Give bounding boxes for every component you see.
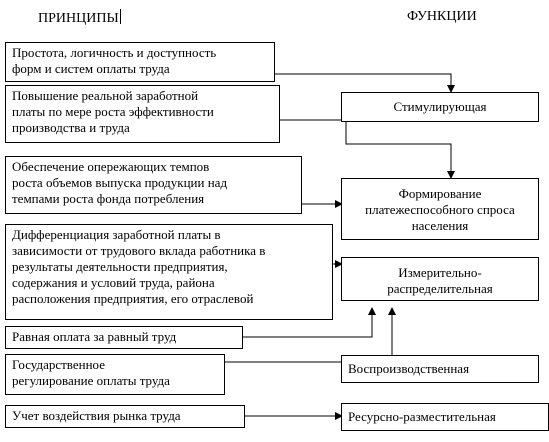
principle-1-line: форм и систем оплаты труда xyxy=(12,61,170,76)
principle-5-line: Равная оплата за равный труд xyxy=(12,329,177,344)
link-p2-f2 xyxy=(280,119,455,179)
principle-box-1: Простота, логичность и доступность форм … xyxy=(5,42,275,82)
principle-6-line: регулирование оплаты труда xyxy=(12,373,170,388)
principle-2-line: Повышение реальной заработной xyxy=(12,88,199,103)
function-box-demand: Формирование платежеспособного спроса на… xyxy=(341,178,539,240)
principle-box-3: Обеспечение опережающих темпов роста объ… xyxy=(5,156,302,214)
principle-2-line: платы по мере роста эффективности xyxy=(12,104,214,119)
functions-header-text: ФУНКЦИИ xyxy=(407,9,477,24)
function-box-stimulating: Стимулирующая xyxy=(341,92,539,122)
function-2-line: населения xyxy=(411,218,469,233)
function-4-line: Воспроизводственная xyxy=(348,361,470,376)
function-box-resource: Ресурсно-разместительная xyxy=(341,403,549,431)
function-box-measuring: Измерительно- распределительная xyxy=(341,257,539,301)
principle-box-7: Учет воздействия рынка труда xyxy=(5,405,245,428)
link-p1-f1 xyxy=(275,73,455,93)
function-box-reproductive: Воспроизводственная xyxy=(341,355,539,383)
function-2-line: Формирование xyxy=(398,186,482,201)
principle-6-line: Государственное xyxy=(12,357,105,372)
principles-header-text: ПРИНЦИПЫ xyxy=(38,11,119,26)
principle-4-line: зависимости от трудового вклада работник… xyxy=(12,243,266,258)
text-cursor xyxy=(119,9,121,24)
principle-4-line: содержания и условий труда, района xyxy=(12,275,215,290)
principle-7-line: Учет воздействия рынка труда xyxy=(12,408,181,423)
principle-1-line: Простота, логичность и доступность xyxy=(12,45,217,60)
principle-2-line: производства и труда xyxy=(12,120,130,135)
principle-4-line: результаты деятельности предприятия, xyxy=(12,259,228,274)
functions-header: ФУНКЦИИ xyxy=(407,9,477,25)
principles-header: ПРИНЦИПЫ xyxy=(38,9,121,27)
principle-4-line: Дифференциация заработной платы в xyxy=(12,227,221,242)
link-p5-f3 xyxy=(243,307,376,338)
function-1-line: Стимулирующая xyxy=(393,99,487,114)
function-5-line: Ресурсно-разместительная xyxy=(348,409,496,424)
principle-3-line: темпами роста фонда потребления xyxy=(12,191,205,206)
principle-4-line: расположения предприятия, его отраслевой xyxy=(12,291,254,306)
function-3-line: распределительная xyxy=(387,281,493,296)
principle-box-5: Равная оплата за равный труд xyxy=(5,326,243,349)
principle-box-6: Государственное регулирование оплаты тру… xyxy=(5,354,225,395)
principle-box-2: Повышение реальной заработной платы по м… xyxy=(5,85,280,143)
principle-box-4: Дифференциация заработной платы в зависи… xyxy=(5,224,333,320)
principle-3-line: Обеспечение опережающих темпов xyxy=(12,159,210,174)
principle-3-line: роста объемов выпуска продукции над xyxy=(12,175,228,190)
function-2-line: платежеспособного спроса xyxy=(365,202,515,217)
function-3-line: Измерительно- xyxy=(398,265,482,280)
